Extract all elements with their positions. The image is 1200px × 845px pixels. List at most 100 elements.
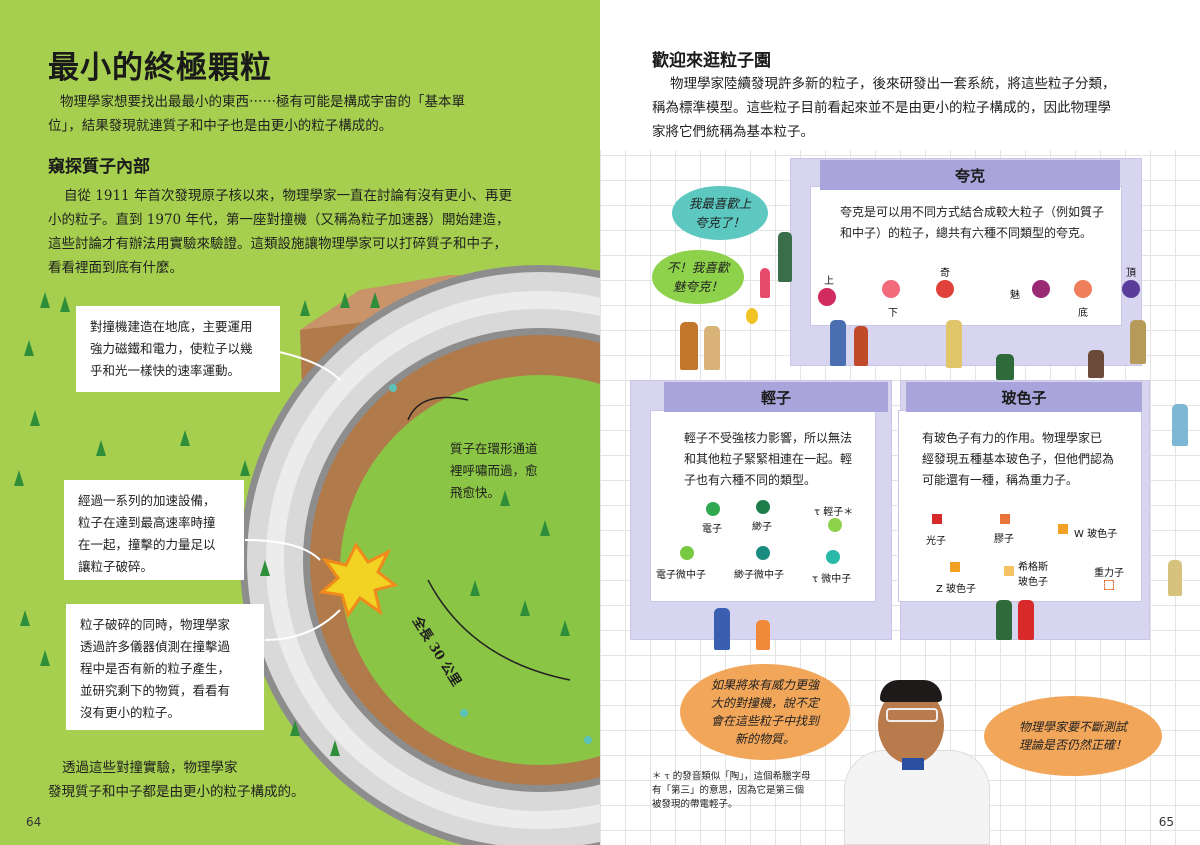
visitor-figure (1168, 560, 1182, 596)
note-line: 質子在環形通道 (450, 441, 538, 456)
lepton-label: 緲子微中子 (734, 570, 784, 581)
info-line: 透過許多儀器偵測在撞擊過 (80, 639, 231, 654)
electron-ball (706, 502, 720, 516)
graviton-square (1104, 580, 1114, 590)
photon-square (932, 514, 942, 524)
visitor-figure (680, 322, 698, 370)
particle (584, 736, 592, 744)
lepton-label: 電子微中子 (656, 570, 706, 581)
info-box-detectors: 粒子破碎的同時，物理學家 透過許多儀器偵測在撞擊過 程中是否有新的粒子產生， 並… (66, 604, 264, 730)
body-line-1: 自從 1911 年首次發現原子核以來，物理學家一直在討論有沒有更小、再更 (64, 188, 512, 204)
tree-icon (60, 296, 70, 312)
boson-title: 玻色子 (906, 382, 1142, 412)
tree-icon (260, 560, 270, 576)
boson-panel (898, 410, 1142, 602)
visitor-figure (996, 354, 1014, 380)
visitor-figure (1018, 600, 1034, 640)
info-line: 程中是否有新的粒子產生， (80, 661, 231, 676)
tree-icon (370, 292, 380, 308)
footnote: ＊ τ 的發音類似「陶」，這個希臘字母 有「第三」的意思，因為它是第三個 被發現… (652, 770, 811, 812)
particle (460, 709, 468, 717)
lepton-text-3: 子也有六種不同的類型。 (684, 473, 817, 487)
visitor-figure (1172, 404, 1188, 446)
tree-icon (30, 410, 40, 426)
arrow (407, 396, 469, 421)
quark-panel (810, 186, 1122, 326)
balloon-icon (746, 308, 758, 324)
text-area-background (600, 0, 1200, 150)
boson-label: Z 玻色子 (936, 584, 977, 595)
info-line: 乎和光一樣快的速率運動。 (90, 363, 241, 378)
page-title: 最小的終極顆粒 (48, 50, 272, 86)
tree-icon (24, 340, 34, 356)
lepton-label: 緲子 (752, 522, 772, 533)
speech-bubble-future-collider: 如果將來有威力更強 大的對撞機，說不定 會在這些粒子中找到 新的物質。 (680, 664, 850, 760)
note-line: 裡呼嘯而過，愈 (450, 463, 538, 478)
visitor-figure (830, 320, 846, 366)
boson-text-2: 經發現五種基本玻色子，但他們認為 (922, 452, 1115, 466)
info-line: 並研究剩下的物質，看看有 (80, 683, 231, 698)
body-line-2: 小的粒子。直到 1970 年代，第一座對撞機（又稱為粒子加速器）開始建造， (48, 212, 510, 228)
boson-text-3: 可能還有一種，稱為重力子。 (922, 473, 1079, 487)
tree-icon (500, 490, 510, 506)
muon-ball (756, 500, 770, 514)
visitor-figure (946, 320, 962, 368)
info-line: 經過一系列的加速設備， (78, 493, 216, 508)
tree-icon (300, 300, 310, 316)
w-boson-square (1058, 524, 1068, 534)
footnote-line: 被發現的帶電輕子。 (652, 799, 738, 810)
arrow (244, 539, 321, 561)
particle (389, 384, 397, 392)
lepton-title: 輕子 (664, 382, 888, 412)
visitor-figure (704, 326, 720, 370)
quark-label: 奇 (940, 268, 950, 279)
tree-icon (520, 600, 530, 616)
boson-label: 希格斯 玻色子 (1018, 562, 1048, 588)
info-box-collision: 經過一系列的加速設備， 粒子在達到最高速率時撞 在一起，撞擊的力量足以 讓粒子破… (64, 480, 244, 580)
lepton-label: τ 微中子 (812, 574, 852, 585)
tree-icon (40, 650, 50, 666)
body-line-3: 這些討論才有辦法用實驗來驗證。這類設施讓物理學家可以打碎質子和中子， (48, 236, 507, 252)
visitor-figure (1088, 350, 1104, 378)
quark-label: 下 (888, 308, 898, 319)
higgs-square (1004, 566, 1014, 576)
gluon-square (1000, 514, 1010, 524)
intro-line-1: 物理學家陸續發現許多新的粒子，後來研發出一套系統，將這些粒子分類， (670, 76, 1116, 92)
boson-label: 膠子 (994, 534, 1014, 545)
tree-icon (330, 740, 340, 756)
boson-label: W 玻色子 (1074, 529, 1118, 540)
charm-quark-ball (1032, 280, 1050, 298)
visitor-figure (996, 600, 1012, 640)
info-line: 強力磁鐵和電力，使粒子以幾 (90, 341, 253, 356)
page-number: 64 (26, 815, 42, 829)
tree-icon (40, 292, 50, 308)
quark-text-1: 夸克是可以用不同方式結合成較大粒子（例如質子 (840, 205, 1105, 219)
collision-burst (318, 542, 399, 619)
bow-tie-icon (902, 758, 924, 770)
boson-label: 重力子 (1094, 568, 1124, 579)
tree-icon (14, 470, 24, 486)
arrow (264, 609, 341, 641)
inner-note: 質子在環形通道 裡呼嘯而過，愈 飛愈快。 (450, 438, 538, 504)
visitor-figure (1130, 320, 1146, 364)
visitor-figure (714, 608, 730, 650)
inner-field (340, 375, 600, 765)
speech-bubble-charm-quark: 不！我喜歡 魅夸克！ (652, 250, 744, 304)
quark-text-2: 和中子）的粒子，總共有六種不同類型的夸克。 (840, 226, 1093, 240)
footnote-line: ＊ τ 的發音類似「陶」，這個希臘字母 (652, 771, 811, 782)
closing-line-2: 發現質子和中子都是由更小的粒子構成的。 (48, 784, 305, 800)
down-quark-ball (882, 280, 900, 298)
glasses-icon (886, 708, 938, 722)
tree-icon (240, 460, 250, 476)
up-quark-ball (818, 288, 836, 306)
boson-label: 光子 (926, 536, 946, 547)
boson-text-1: 有玻色子有力的作用。物理學家已 (922, 431, 1103, 445)
strange-quark-ball (936, 280, 954, 298)
visitor-figure (756, 620, 770, 650)
collider-illustration (240, 265, 600, 845)
intro-line-2: 稱為標準模型。這些粒子目前看起來並不是由更小的粒子構成的，因此物理學 (652, 100, 1111, 116)
intro-line-3: 家將它們統稱為基本粒子。 (652, 124, 814, 140)
tau-neutrino-ball (826, 550, 840, 564)
left-page: 最小的終極顆粒 物理學家想要找出最最小的東西⋯⋯極有可能是構成宇宙的「基本單 位… (0, 0, 600, 845)
quark-label: 上 (824, 276, 834, 287)
